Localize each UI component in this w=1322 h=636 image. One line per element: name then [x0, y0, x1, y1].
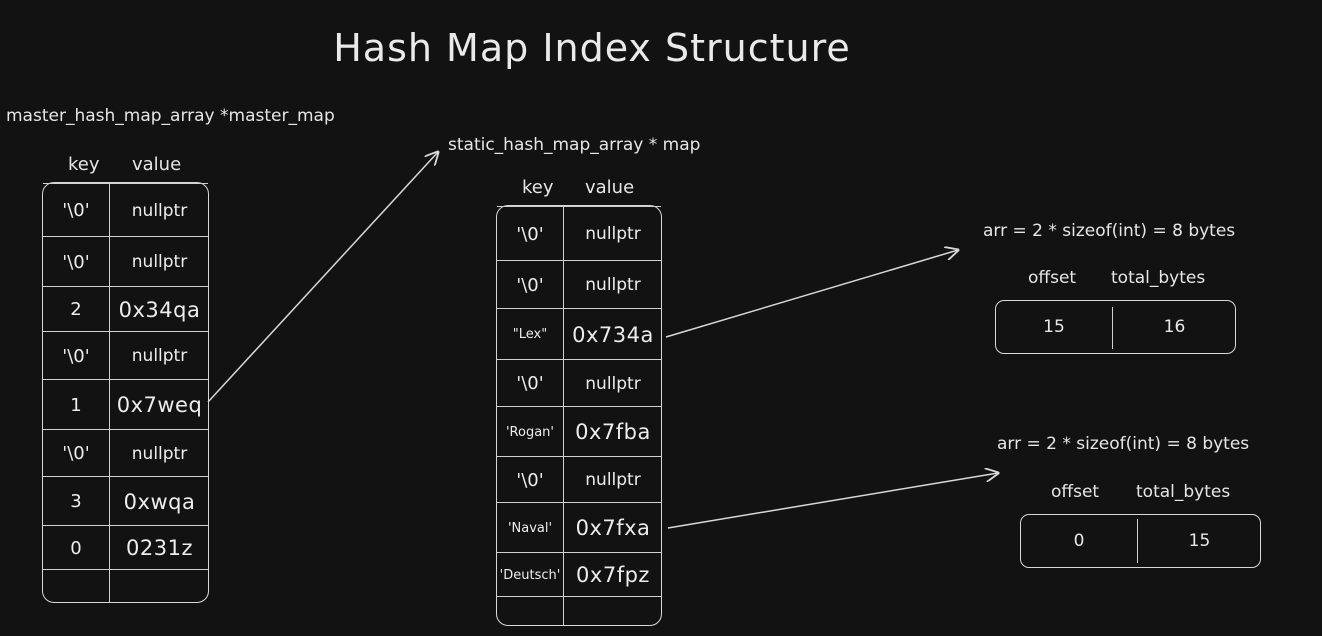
static-row: '\0' nullptr [497, 456, 661, 503]
master-key-header: key [68, 154, 100, 175]
arr-bottom-divider [1137, 519, 1138, 563]
static-column-divider [563, 206, 564, 625]
arr-top-offset-header: offset [1028, 268, 1077, 288]
arr-top-total-header: total_bytes [1111, 268, 1206, 288]
static-row: '\0' nullptr [497, 206, 661, 261]
master-row-key: 1 [70, 394, 82, 416]
static-row-key: '\0' [516, 373, 544, 394]
master-row: 3 0xwqa [43, 476, 208, 526]
master-row: '\0' nullptr [43, 183, 208, 237]
master-row: '\0' nullptr [43, 236, 208, 287]
arr-bottom-offset: 0 [1073, 531, 1085, 551]
static-row-value: 0x7fba [575, 420, 651, 444]
master-column-divider [109, 183, 110, 602]
master-row-value: 0xwqa [123, 489, 196, 514]
master-row-key: '\0' [62, 443, 90, 464]
master-row-key: 3 [70, 491, 82, 512]
static-row-value: 0x7fpz [576, 563, 650, 587]
static-row [497, 596, 661, 626]
arr-bottom-label: arr = 2 * sizeof(int) = 8 bytes [997, 434, 1250, 454]
static-row-value: nullptr [585, 373, 641, 394]
master-row-key: '\0' [62, 251, 90, 273]
static-row: '\0' nullptr [497, 359, 661, 407]
master-row-value: 0x34qa [118, 297, 201, 322]
master-map-table: '\0' nullptr '\0' nullptr 2 0x34qa '\0' nullptr… [42, 182, 209, 603]
static-row-value: nullptr [585, 275, 641, 295]
static-row-key: '\0' [516, 223, 544, 245]
master-row-value: nullptr [131, 346, 188, 366]
static-row-value: nullptr [585, 224, 641, 244]
master-row-key: '\0' [62, 345, 90, 367]
arr-top-divider [1112, 307, 1113, 349]
static-row-key: 'Deutsch' [499, 567, 561, 583]
master-row [43, 569, 208, 603]
arr-top-box: 15 16 [995, 300, 1236, 354]
master-row: 1 0x7weq [43, 379, 208, 430]
static-row-key: '\0' [516, 469, 544, 491]
static-value-header: value [585, 177, 635, 198]
master-row-value: nullptr [131, 443, 188, 464]
static-row-key: 'Rogan' [505, 424, 554, 440]
static-map-table: '\0' nullptr '\0' nullptr "Lex" 0x734a '\0' nul… [496, 205, 662, 626]
master-row-key: 0 [70, 537, 82, 559]
static-row: 'Naval' 0x7fxa [497, 502, 661, 553]
arr-bottom-box: 0 15 [1020, 514, 1261, 568]
master-row-key: '\0' [62, 200, 90, 221]
arr-top-label: arr = 2 * sizeof(int) = 8 bytes [983, 221, 1236, 241]
arr-top-offset: 15 [1043, 317, 1065, 337]
master-row: '\0' nullptr [43, 331, 208, 380]
arr-bottom-total-bytes: 15 [1188, 531, 1211, 551]
master-row-key: 2 [70, 299, 82, 320]
arr-bottom-total-header: total_bytes [1136, 482, 1231, 502]
master-row-value: nullptr [131, 200, 188, 221]
master-row: 2 0x34qa [43, 286, 208, 332]
master-row-value: 0231z [126, 536, 193, 560]
diagram-title: Hash Map Index Structure [333, 26, 851, 70]
static-row-value: 0x734a [572, 322, 654, 347]
static-row: '\0' nullptr [497, 260, 661, 309]
master-row-value: nullptr [131, 252, 188, 272]
static-row-value: 0x7fxa [575, 516, 651, 540]
static-row-key: "Lex" [512, 327, 548, 342]
master-row-value: 0x7weq [116, 393, 203, 417]
master-map-label: master_hash_map_array *master_map [6, 106, 335, 126]
arrow-lex-to-arr-top [665, 250, 958, 338]
static-row-value: nullptr [585, 470, 641, 490]
arr-top-total-bytes: 16 [1163, 317, 1186, 337]
master-value-header: value [132, 154, 182, 175]
static-row-key: 'Naval' [507, 520, 553, 536]
arrow-master-to-static [207, 152, 438, 403]
master-row: 0 0231z [43, 525, 208, 570]
static-key-header: key [522, 177, 554, 198]
static-row: "Lex" 0x734a [497, 308, 661, 360]
static-row: 'Rogan' 0x7fba [497, 406, 661, 457]
static-row-key: '\0' [516, 274, 544, 296]
static-map-label: static_hash_map_array * map [448, 135, 701, 155]
static-row: 'Deutsch' 0x7fpz [497, 552, 661, 597]
arr-bottom-offset-header: offset [1051, 482, 1100, 502]
arrow-naval-to-arr-bottom [667, 473, 998, 529]
master-row: '\0' nullptr [43, 429, 208, 477]
